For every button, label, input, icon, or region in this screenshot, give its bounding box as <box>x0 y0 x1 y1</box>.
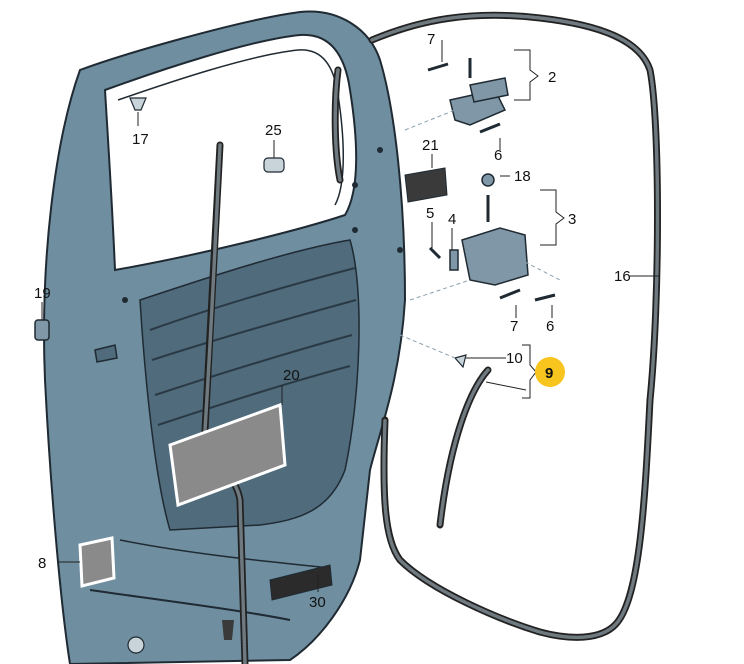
callout-18: 18 <box>514 168 531 185</box>
seal-strip-texture <box>438 368 490 527</box>
vent-grille-body <box>78 536 116 588</box>
mount-hole <box>397 247 403 253</box>
door-shell <box>43 10 407 664</box>
part-18-cap <box>481 173 495 187</box>
callout-6-bottom: 6 <box>546 318 554 335</box>
callout-30: 30 <box>309 594 326 611</box>
part-3-lower-hinge <box>461 195 556 302</box>
part-9-seal-strip <box>436 366 492 529</box>
mount-hole <box>352 182 358 188</box>
part-17-plug <box>129 97 147 111</box>
callout-4: 4 <box>448 211 456 228</box>
callout-20: 20 <box>283 367 300 384</box>
mount-hole <box>352 227 358 233</box>
part-20-sound-pad <box>168 402 287 508</box>
part-19-cap <box>34 319 50 341</box>
part-5-bolt <box>428 246 442 260</box>
callout-8: 8 <box>38 555 46 572</box>
callout-17: 17 <box>132 131 149 148</box>
bottom-plug <box>127 636 145 654</box>
part-6-bolt-lower <box>534 293 556 302</box>
callout-2: 2 <box>548 69 556 86</box>
door-seal-texture <box>370 13 660 640</box>
seal-strip-piece <box>436 366 492 529</box>
door-lower-crease <box>119 539 331 569</box>
callout-16: 16 <box>614 268 631 285</box>
assembly-line <box>399 334 456 359</box>
callout-5: 5 <box>426 205 434 222</box>
part-10-clip <box>453 354 467 369</box>
assembly-line <box>524 261 561 281</box>
highlight-disc <box>535 357 565 387</box>
lower-hinge-body <box>461 227 529 286</box>
part-6-bolt-upper <box>479 122 501 134</box>
callout-7-bottom: 7 <box>510 318 518 335</box>
door-seal-upper-texture <box>333 68 342 182</box>
callout-21: 21 <box>422 137 439 154</box>
part-25-clip <box>263 157 285 173</box>
callout-labels: 17 25 19 7 2 6 21 18 5 4 3 7 6 16 10 9 2… <box>34 31 631 611</box>
callout-25: 25 <box>265 122 282 139</box>
callout-7-top: 7 <box>427 31 435 48</box>
leader-lines <box>41 40 660 592</box>
panel-rib-3 <box>154 334 353 396</box>
panel-rib-2 <box>151 299 357 361</box>
part-7-bolt-upper <box>427 62 449 72</box>
part-4-shim <box>449 249 459 271</box>
window-frame-rim <box>117 49 345 206</box>
part-7-bolt-lower <box>499 288 521 300</box>
trim-plate-body <box>269 564 333 601</box>
callout-6-top: 6 <box>494 147 502 164</box>
part-30-trim-plate <box>269 564 333 601</box>
brace-3 <box>540 189 565 246</box>
handle-cutout <box>94 344 118 363</box>
callout-9-highlighted: 9 <box>545 365 553 382</box>
part-2-upper-hinge <box>427 58 509 134</box>
brace-2 <box>514 49 539 101</box>
assembly-line <box>404 109 456 131</box>
part-21-bump-stop <box>404 167 448 203</box>
panel-rib-1 <box>149 267 356 331</box>
bottom-clip <box>222 620 234 640</box>
part-8-vent-grille <box>78 536 116 588</box>
door-bottom-lip <box>89 589 291 621</box>
assembly-line <box>409 279 471 301</box>
upper-hinge-leaf <box>469 77 509 103</box>
part-16-door-seal <box>331 11 661 641</box>
callout-3: 3 <box>568 211 576 228</box>
panel-rib-4 <box>157 365 351 426</box>
callout-10: 10 <box>506 350 523 367</box>
mount-hole <box>122 297 128 303</box>
mount-hole <box>377 147 383 153</box>
callout-19: 19 <box>34 285 51 302</box>
